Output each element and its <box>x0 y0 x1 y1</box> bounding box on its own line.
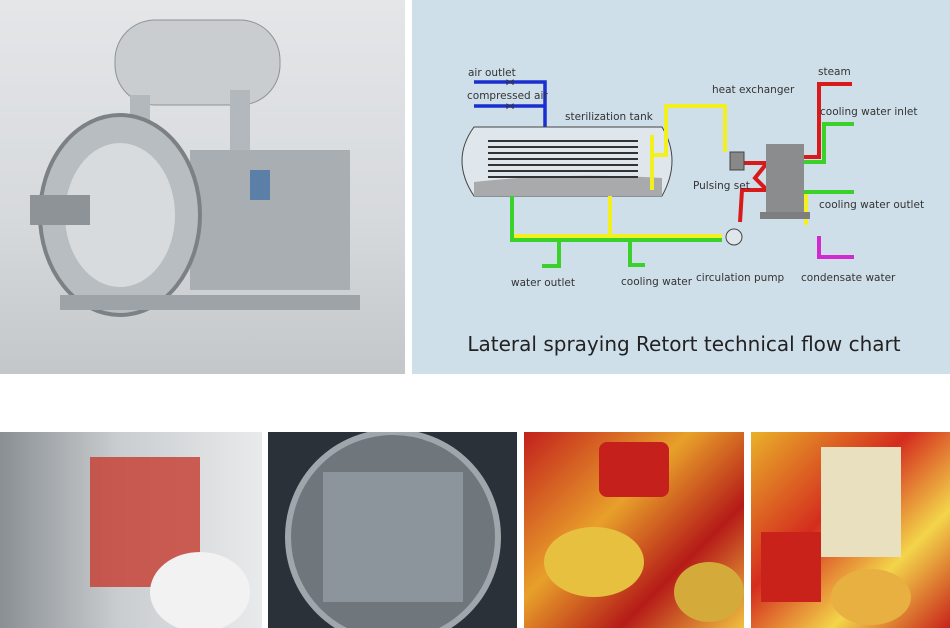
can <box>674 562 744 622</box>
packaged-food-illustration <box>761 447 911 625</box>
can <box>831 569 911 625</box>
retort-interior-photo <box>268 432 517 628</box>
label-air-outlet: air outlet <box>468 67 516 79</box>
tank-trays <box>488 140 638 178</box>
air-pipes <box>474 80 547 127</box>
support-leg <box>230 90 250 150</box>
label-water-outlet: water outlet <box>511 277 575 289</box>
box <box>761 532 821 602</box>
can <box>599 442 669 497</box>
pulsing-set-box <box>729 151 745 171</box>
label-heat-exchanger: heat exchanger <box>712 84 795 96</box>
loading-illustration <box>90 457 250 628</box>
label-cooling-water-inlet: cooling water inlet <box>820 106 917 118</box>
label-sterilization-tank: sterilization tank <box>565 111 654 123</box>
label-condensate-water: condensate water <box>801 272 896 284</box>
label-circulation-pump: circulation pump <box>696 272 785 284</box>
label-cooling-water-outlet: cooling water outlet <box>819 199 924 211</box>
door-hinge <box>30 195 90 225</box>
control-panel <box>250 170 270 200</box>
label-steam: steam <box>818 66 851 78</box>
worker <box>150 552 250 628</box>
label-compressed-air: compressed air <box>467 90 548 102</box>
heat-exchanger-base <box>760 212 810 219</box>
tank-water <box>474 175 662 196</box>
valve-icon: ⋈ <box>506 78 515 88</box>
top-tank <box>114 19 281 106</box>
interior-illustration <box>285 432 501 628</box>
can <box>544 527 644 597</box>
packaged-food-photo <box>751 432 950 628</box>
door-highlight <box>65 143 175 287</box>
circulation-pump-icon <box>725 228 743 246</box>
spray-rack <box>323 472 463 602</box>
canned-food-illustration <box>544 442 744 622</box>
flow-chart-panel: ⋈ ⋈ air <box>412 0 950 374</box>
retort-machine-photo <box>0 0 405 374</box>
retort-machine-illustration <box>30 19 360 317</box>
valve-icon: ⋈ <box>506 102 515 112</box>
canned-food-photo <box>524 432 744 628</box>
loading-retort-photo <box>0 432 262 628</box>
flow-chart-title: Lateral spraying Retort technical flow c… <box>467 332 900 356</box>
bag <box>821 447 901 557</box>
heat-exchanger-box <box>766 144 804 212</box>
label-pulsing-set: Pulsing set <box>693 180 750 192</box>
flow-chart-diagram: ⋈ ⋈ air <box>461 66 924 356</box>
label-cooling-water: cooling water <box>621 276 693 288</box>
base-frame <box>60 295 360 310</box>
